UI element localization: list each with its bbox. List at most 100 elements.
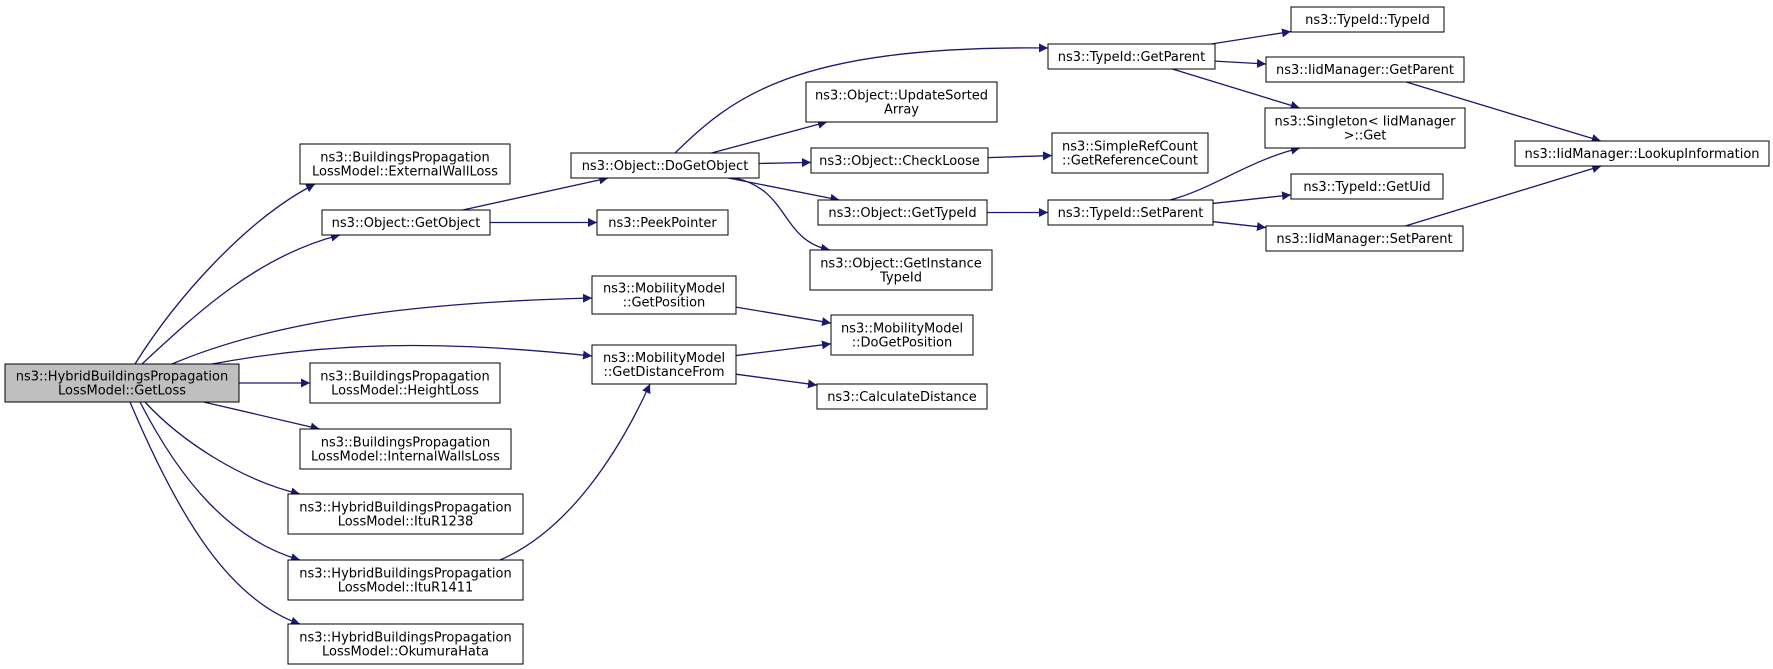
edge-getobject-to-dogetobject [462,175,609,211]
node-box [1290,6,1445,33]
edge-root-to-itur1411 [139,401,301,562]
node-calcdistance[interactable]: ns3::CalculateDistance [816,383,988,410]
node-box [299,143,511,185]
node-box [570,152,760,179]
node-label-line: LossModel::InternalWallsLoss [311,450,500,465]
edge-setparent-to-singletonget [1169,145,1301,201]
node-box [591,344,737,385]
node-singletonget[interactable]: ns3::Singleton< IidManager >::Get [1264,107,1466,149]
edge-typeidgetparent-to-typeidctor [1211,28,1292,45]
node-label-line: LossModel::OkumuraHata [322,645,489,660]
node-label-line: ns3::TypeId::GetUid [1303,180,1430,195]
edge-dogetobject-to-updatesorted [711,119,828,154]
edge-setparent-to-iidsetparent [1212,221,1267,232]
node-label-line: ns3::IidManager::SetParent [1276,232,1452,247]
node-box [1264,107,1466,149]
node-getobject[interactable]: ns3::Object::GetObject [321,209,491,236]
node-heightloss[interactable]: ns3::BuildingsPropagationLossModel::Heig… [309,362,501,404]
node-label-line: ns3::IidManager::GetParent [1276,63,1454,78]
edge-typeidgetparent-to-singletonget [1172,68,1300,110]
node-internalwalls[interactable]: ns3::BuildingsPropagationLossModel::Inte… [299,428,512,470]
node-box [816,383,988,410]
node-getposition[interactable]: ns3::MobilityModel::GetPosition [591,275,737,315]
node-label-line: ns3::HybridBuildingsPropagation [299,567,511,582]
edge-typeidgetparent-to-iidgetparent [1214,58,1267,68]
node-label-line: TypeId [879,271,922,286]
node-gettypeid[interactable]: ns3::Object::GetTypeId [817,199,988,226]
node-label-line: ns3::BuildingsPropagation [321,436,491,451]
node-box [4,363,240,403]
node-label-line: ns3::TypeId::SetParent [1058,206,1204,221]
node-dogetobject[interactable]: ns3::Object::DoGetObject [570,152,760,179]
edge-root-to-getdistancefrom [211,344,593,365]
node-label-line: ::GetPosition [623,296,706,311]
node-lookupinfo[interactable]: ns3::IidManager::LookupInformation [1514,140,1770,167]
edge-root-to-getobject [141,232,341,365]
node-label-line: ns3::HybridBuildingsPropagation [16,370,228,385]
node-setparent[interactable]: ns3::TypeId::SetParent [1047,199,1214,226]
node-box [1514,140,1770,167]
node-itur1411[interactable]: ns3::HybridBuildingsPropagationLossModel… [287,559,524,601]
edge-root-to-okumura [129,401,301,626]
node-label-line: LossModel::ItuR1238 [338,515,474,530]
node-box [1047,199,1214,226]
node-root[interactable]: ns3::HybridBuildingsPropagationLossModel… [4,363,240,403]
edge-root-to-getposition [171,293,593,365]
edge-setparent-to-getuid [1212,191,1292,205]
node-label-line: LossModel::HeightLoss [331,384,479,399]
node-label-line: ns3::BuildingsPropagation [320,151,490,166]
node-box [287,493,524,535]
node-box [309,362,501,404]
node-label-line: ns3::Object::UpdateSorted [815,89,988,104]
node-box [817,199,988,226]
node-label-line: ns3::Object::GetTypeId [828,206,976,221]
node-label-line: ns3::IidManager::LookupInformation [1524,147,1759,162]
edge-root-to-internalwalls [203,401,320,432]
node-peekpointer[interactable]: ns3::PeekPointer [596,209,729,236]
node-typeidctor[interactable]: ns3::TypeId::TypeId [1290,6,1445,33]
node-getuid[interactable]: ns3::TypeId::GetUid [1290,173,1444,200]
node-getrefcount[interactable]: ns3::SimpleRefCount::GetReferenceCount [1051,132,1209,174]
node-label-line: ns3::MobilityModel [841,322,963,337]
node-extwall[interactable]: ns3::BuildingsPropagationLossModel::Exte… [299,143,511,185]
node-iidgetparent[interactable]: ns3::IidManager::GetParent [1265,56,1465,83]
node-box [1265,225,1464,252]
node-label-line: ns3::SimpleRefCount [1062,140,1198,155]
node-box [830,314,974,356]
edges-layer [129,28,1602,626]
node-label-line: ns3::MobilityModel [603,351,725,366]
edge-getdistancefrom-to-dogetposition [735,340,832,357]
node-dogetposition[interactable]: ns3::MobilityModel::DoGetPosition [830,314,974,356]
node-label-line: ns3::TypeId::GetParent [1058,50,1206,65]
node-okumura[interactable]: ns3::HybridBuildingsPropagationLossModel… [287,623,524,665]
node-itur1238[interactable]: ns3::HybridBuildingsPropagationLossModel… [287,493,524,535]
node-box [805,81,998,123]
node-label-line: ns3::PeekPointer [608,216,717,231]
edge-root-to-extwall [134,183,316,365]
node-label-line: ::GetReferenceCount [1062,154,1198,169]
node-label-line: Array [884,103,919,118]
node-typeidgetparent[interactable]: ns3::TypeId::GetParent [1047,43,1216,70]
node-getdistancefrom[interactable]: ns3::MobilityModel::GetDistanceFrom [591,344,737,385]
node-label-line: ::GetDistanceFrom [604,365,725,380]
node-box [810,147,989,174]
node-label-line: LossModel::ItuR1411 [338,581,474,596]
edge-dogetobject-to-getinstancetypeid [734,177,831,253]
node-box [321,209,491,236]
edge-dogetobject-to-typeidgetparent [674,43,1049,154]
node-box [299,428,512,470]
node-box [809,249,993,291]
node-iidsetparent[interactable]: ns3::IidManager::SetParent [1265,225,1464,252]
node-box [1290,173,1444,200]
node-label-line: ns3::HybridBuildingsPropagation [299,631,511,646]
node-label-line: ns3::Object::GetInstance [820,257,982,272]
nodes-layer: ns3::HybridBuildingsPropagationLossModel… [4,6,1770,665]
node-box [591,275,737,315]
node-label-line: ns3::TypeId::TypeId [1305,13,1430,28]
node-label-line: LossModel::ExternalWallLoss [312,165,498,180]
node-checkloose[interactable]: ns3::Object::CheckLoose [810,147,989,174]
node-label-line: ns3::Object::DoGetObject [582,159,749,174]
node-label-line: >::Get [1344,129,1387,144]
